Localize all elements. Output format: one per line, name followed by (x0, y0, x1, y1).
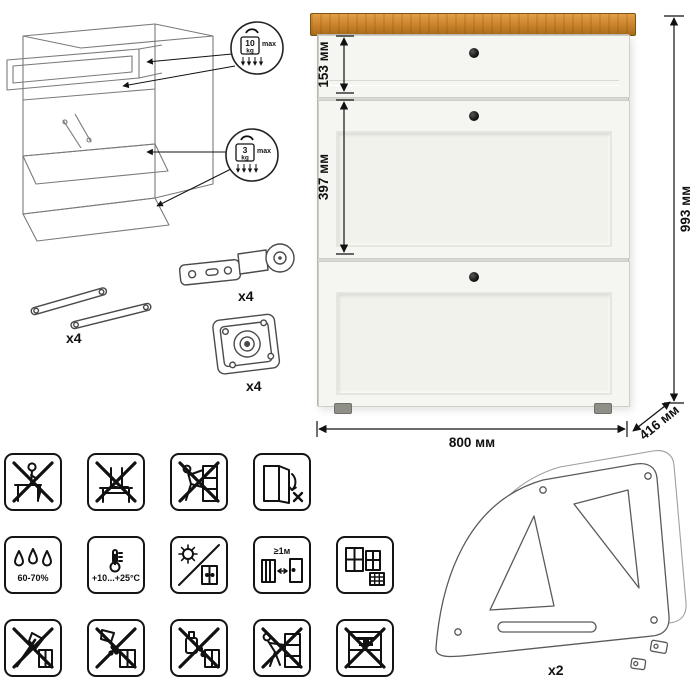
no-spill-icon (95, 627, 137, 669)
pictogram-no-overload (336, 619, 394, 677)
pictogram-no-moving-loaded (253, 619, 311, 677)
pictogram-no-climbing (170, 453, 228, 511)
dimension-depth: 416 мм (632, 401, 682, 443)
no-drag-icon (261, 627, 303, 669)
drawer-callout-leader (146, 53, 233, 65)
no-standing-icon (95, 461, 137, 503)
no-chemicals-icon (178, 627, 220, 669)
lower-door-knob (469, 272, 479, 282)
pictogram-ventilation (336, 536, 394, 594)
pictogram-no-sitting (4, 453, 62, 511)
mounting-plate-count: x4 (246, 378, 262, 394)
cabinet-upper-flap-door (318, 100, 630, 259)
no-climbing-icon (178, 461, 220, 503)
pictogram-heat-distance: ≥1м (253, 536, 311, 594)
door-weight-max: max (257, 148, 271, 155)
down-arrows-icon (240, 57, 264, 66)
side-frame-count: x2 (548, 662, 564, 678)
drawer-weight-value: 10 (245, 38, 255, 48)
hinge-count: x4 (238, 288, 254, 304)
no-overload-icon (344, 627, 386, 669)
sunlight-icon (178, 544, 220, 586)
frame-clip-icon-2 (630, 657, 647, 671)
pictogram-no-chemicals (170, 619, 228, 677)
drawer-callout-leader-2 (122, 65, 236, 89)
pictogram-no-sunlight (170, 536, 228, 594)
drawer-knob (469, 48, 479, 58)
humidity-label: 60-70% (17, 572, 49, 583)
dimension-drawer-height: 153 мм (316, 35, 354, 94)
cabinet-right-foot (594, 403, 612, 414)
total-height-label: 993 мм (678, 186, 693, 232)
side-frame-drawing (435, 450, 687, 671)
windows-grid-icon (345, 547, 385, 586)
drawer-weight-max: max (262, 41, 276, 48)
heat-distance-label: ≥1м (273, 545, 291, 556)
no-sitting-icon (12, 461, 54, 503)
lid-stay-icon (30, 287, 152, 330)
door-callout-leader-2 (156, 168, 232, 207)
pictogram-humidity: 60-70% (4, 536, 62, 594)
cabinet-line-drawing (6, 23, 214, 242)
care-pictogram-grid: 60-70% +10...+25°C ≥1м (4, 453, 400, 685)
cabinet-drawer-front (318, 35, 630, 98)
dimension-middle-section-height: 397 мм (316, 99, 354, 255)
cabinet-wireframe-drawing: 10 kg max 3 kg max (6, 21, 284, 242)
pictogram-no-sharp-tools (4, 619, 62, 677)
side-frame-front (435, 462, 670, 658)
width-label: 800 мм (449, 435, 495, 450)
down-arrows-icon (235, 164, 259, 173)
thermometer-icon (109, 548, 123, 572)
dimension-total-height: 993 мм (664, 15, 693, 404)
cabinet-render (317, 34, 630, 414)
upper-door-knob (469, 111, 479, 121)
pictogram-no-liquids (87, 619, 145, 677)
middle-section-height-label: 397 мм (316, 154, 331, 200)
drawer-height-label: 153 мм (316, 41, 331, 87)
pictogram-door-care (253, 453, 311, 511)
pictogram-no-standing (87, 453, 145, 511)
door-weight-unit: kg (241, 155, 249, 162)
dimension-annotations: 153 мм 397 мм 993 мм 800 мм 416 мм (316, 15, 693, 450)
weight-plate-icon (235, 143, 255, 162)
dimension-width: 800 мм (316, 421, 628, 450)
cabinet-left-foot (334, 403, 352, 414)
hinge-icon (178, 243, 295, 286)
temperature-label: +10...+25°C (91, 572, 141, 583)
door-weight-callout: 3 kg max (225, 128, 279, 182)
weight-hook-icon (245, 28, 259, 34)
upper-door-panel (336, 131, 612, 247)
weight-hook-icon (240, 135, 254, 141)
radiator-distance-icon (261, 557, 303, 583)
door-weight-value: 3 (243, 145, 248, 155)
no-axe-icon (12, 627, 54, 669)
lower-door-panel (336, 292, 612, 395)
weight-plate-icon (240, 36, 260, 55)
drawer-weight-unit: kg (246, 48, 254, 55)
pictogram-temperature: +10...+25°C (87, 536, 145, 594)
drawer-weight-callout: 10 kg max (230, 21, 284, 75)
door-swing-icon (263, 465, 304, 504)
cabinet-lower-flap-door (318, 261, 630, 407)
lid-stay-count: x4 (66, 330, 82, 346)
mounting-plate-icon (212, 313, 281, 375)
frame-clip-icon (649, 639, 669, 654)
drawer-molding (329, 80, 619, 86)
water-drops-icon (14, 547, 52, 566)
